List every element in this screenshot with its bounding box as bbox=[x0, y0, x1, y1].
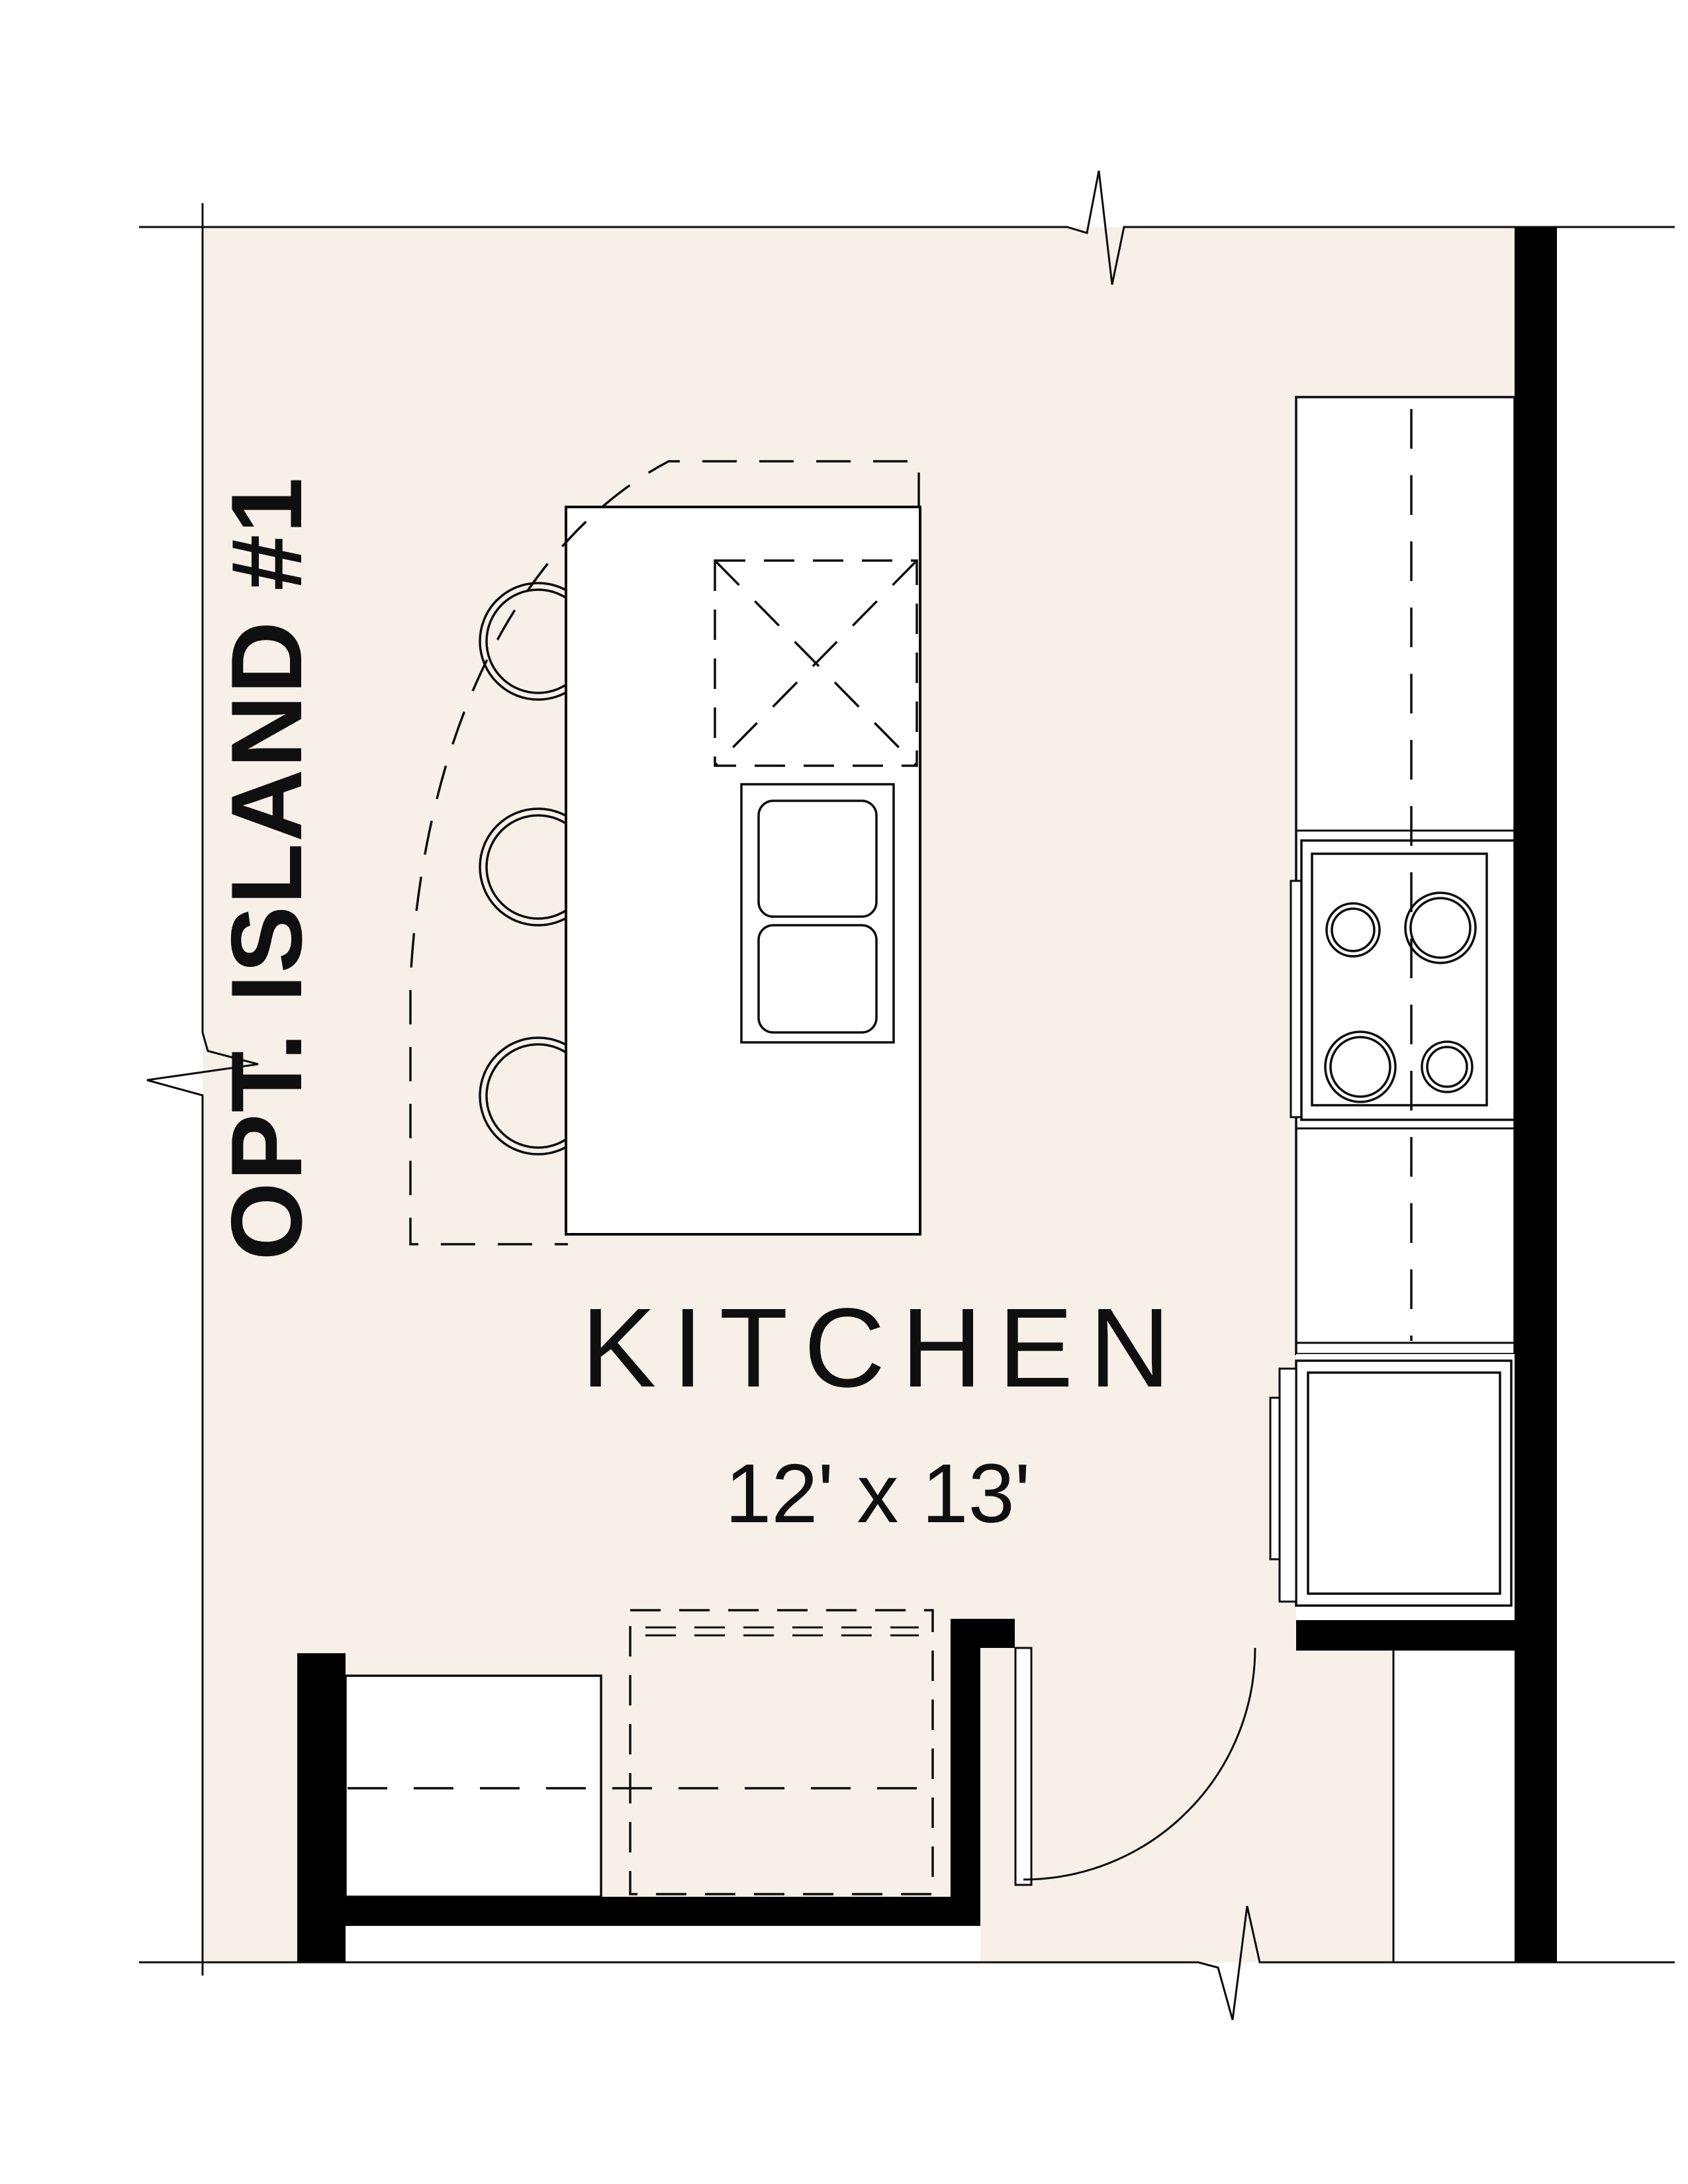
refrigerator-door-slab bbox=[1278, 1367, 1297, 1603]
burner-bottom-right bbox=[1421, 1040, 1474, 1093]
wall-right bbox=[1515, 227, 1557, 1962]
optional-island-label: OPT. ISLAND #1 bbox=[211, 476, 323, 1260]
burner-bottom-left bbox=[1324, 1030, 1397, 1103]
room-dimensions-label: 12' x 13' bbox=[725, 1447, 1030, 1540]
island-crossed-square bbox=[714, 559, 918, 767]
wall-door-jamb-cap bbox=[951, 1619, 1015, 1648]
base-counter-left bbox=[344, 1674, 602, 1898]
wall-bottom bbox=[297, 1897, 980, 1926]
room-label: KITCHEN bbox=[581, 1285, 1186, 1411]
door-swing-arc bbox=[1023, 1647, 1256, 1881]
exterior-strip-below-bottom-wall bbox=[346, 1926, 980, 1962]
door-leaf bbox=[1014, 1647, 1033, 1886]
crossed-square-outline bbox=[714, 559, 918, 767]
burner-top-left bbox=[1325, 902, 1381, 958]
sink-bowl-bottom bbox=[757, 924, 878, 1034]
optional-island-outline bbox=[409, 460, 920, 1246]
island-sink bbox=[740, 783, 895, 1044]
burner-top-right bbox=[1404, 891, 1477, 964]
refrigerator-inner bbox=[1307, 1371, 1501, 1595]
boundary-break-line-left bbox=[146, 203, 259, 1976]
range bbox=[1289, 839, 1516, 1121]
range-inner bbox=[1311, 852, 1488, 1107]
wall-stub-right-of-door bbox=[1296, 1620, 1557, 1651]
door-landing bbox=[1393, 1651, 1515, 1962]
refrigerator bbox=[1269, 1354, 1515, 1620]
optional-counter-dashed bbox=[629, 1609, 934, 1895]
wall-door-jamb bbox=[951, 1619, 980, 1897]
sink-bowl-top bbox=[757, 799, 878, 918]
optional-counter-outline bbox=[629, 1609, 934, 1895]
crossed-square-diagonal bbox=[714, 559, 918, 767]
boundary-break-line-top bbox=[139, 170, 1675, 285]
refrigerator-handle bbox=[1269, 1396, 1281, 1561]
boundary-break-line-bottom bbox=[139, 1905, 1675, 2021]
wall-pillar-left bbox=[297, 1653, 346, 1962]
refrigerator-outer bbox=[1295, 1359, 1513, 1607]
